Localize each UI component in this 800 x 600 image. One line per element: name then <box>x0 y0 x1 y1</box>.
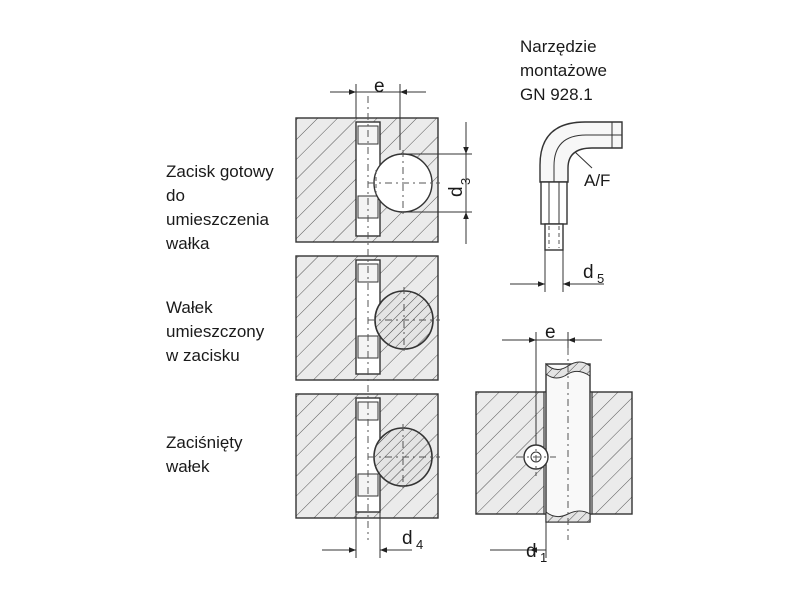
dim-d1-sub: 1 <box>540 550 547 565</box>
label-tool: Narzędzie montażowe GN 928.1 <box>520 37 612 104</box>
label-ready: Zacisk gotowy do umieszczenia wałka <box>165 162 278 253</box>
assembly-view <box>475 348 633 540</box>
dim-e-top-label: e <box>374 76 385 97</box>
dim-e-right: e <box>502 322 602 445</box>
hex-key-tool: A/F <box>539 121 623 251</box>
dim-e-right-label: e <box>545 322 556 343</box>
dim-d4: d 4 <box>322 512 423 558</box>
dim-d3: d 3 <box>403 122 473 244</box>
dim-d4-label: d <box>402 528 413 549</box>
section-inserted <box>295 255 440 381</box>
dim-d5-label: d <box>583 262 594 283</box>
dim-d1: d 1 <box>490 522 547 565</box>
dim-d4-sub: 4 <box>416 537 423 552</box>
dim-d5-sub: 5 <box>597 271 604 286</box>
dim-d1-label: d <box>526 541 537 562</box>
label-inserted: Wałek umieszczony w zacisku <box>165 298 269 365</box>
dim-d3-sub: 3 <box>458 178 473 185</box>
dim-e-top: e <box>330 76 426 150</box>
label-clamped: Zaciśnięty wałek <box>165 433 247 476</box>
dim-d3-label: d <box>446 186 467 197</box>
section-clamped <box>295 393 440 519</box>
dim-d5: d 5 <box>510 250 604 292</box>
label-af: A/F <box>584 171 610 190</box>
